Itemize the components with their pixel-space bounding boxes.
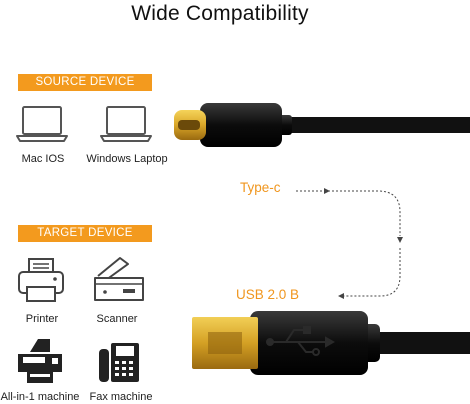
device-label-printer: Printer (25, 313, 59, 325)
page-title: Wide Compatibility (131, 2, 309, 25)
laptop-icon (100, 106, 152, 142)
type-c-label: Type-c (240, 180, 281, 195)
device-windows-laptop (96, 104, 156, 144)
device-label-scanner: Scanner (96, 313, 138, 325)
usb-b-connector (192, 311, 470, 375)
type-c-connector (174, 103, 470, 147)
all-in-one-icon (18, 339, 62, 383)
device-printer (16, 254, 66, 306)
device-all-in-one (14, 336, 66, 386)
fax-icon (99, 343, 139, 382)
device-label-windows-laptop: Windows Laptop (86, 153, 168, 165)
device-mac (12, 104, 72, 144)
device-label-all-in-one: All-in-1 machine (0, 391, 80, 403)
laptop-icon (16, 106, 68, 142)
printer-icon (18, 258, 64, 302)
source-device-label: SOURCE DEVICE (18, 74, 152, 91)
usb-b-cable (190, 308, 470, 382)
usb-b-label: USB 2.0 B (236, 287, 300, 302)
device-scanner (90, 254, 148, 306)
usb-logo-icon (266, 326, 336, 356)
type-c-cable (168, 96, 470, 156)
device-fax (96, 339, 142, 385)
target-device-label: TARGET DEVICE (18, 225, 152, 242)
device-label-fax: Fax machine (89, 391, 153, 403)
device-label-mac: Mac IOS (21, 153, 65, 165)
scanner-icon (94, 257, 144, 301)
